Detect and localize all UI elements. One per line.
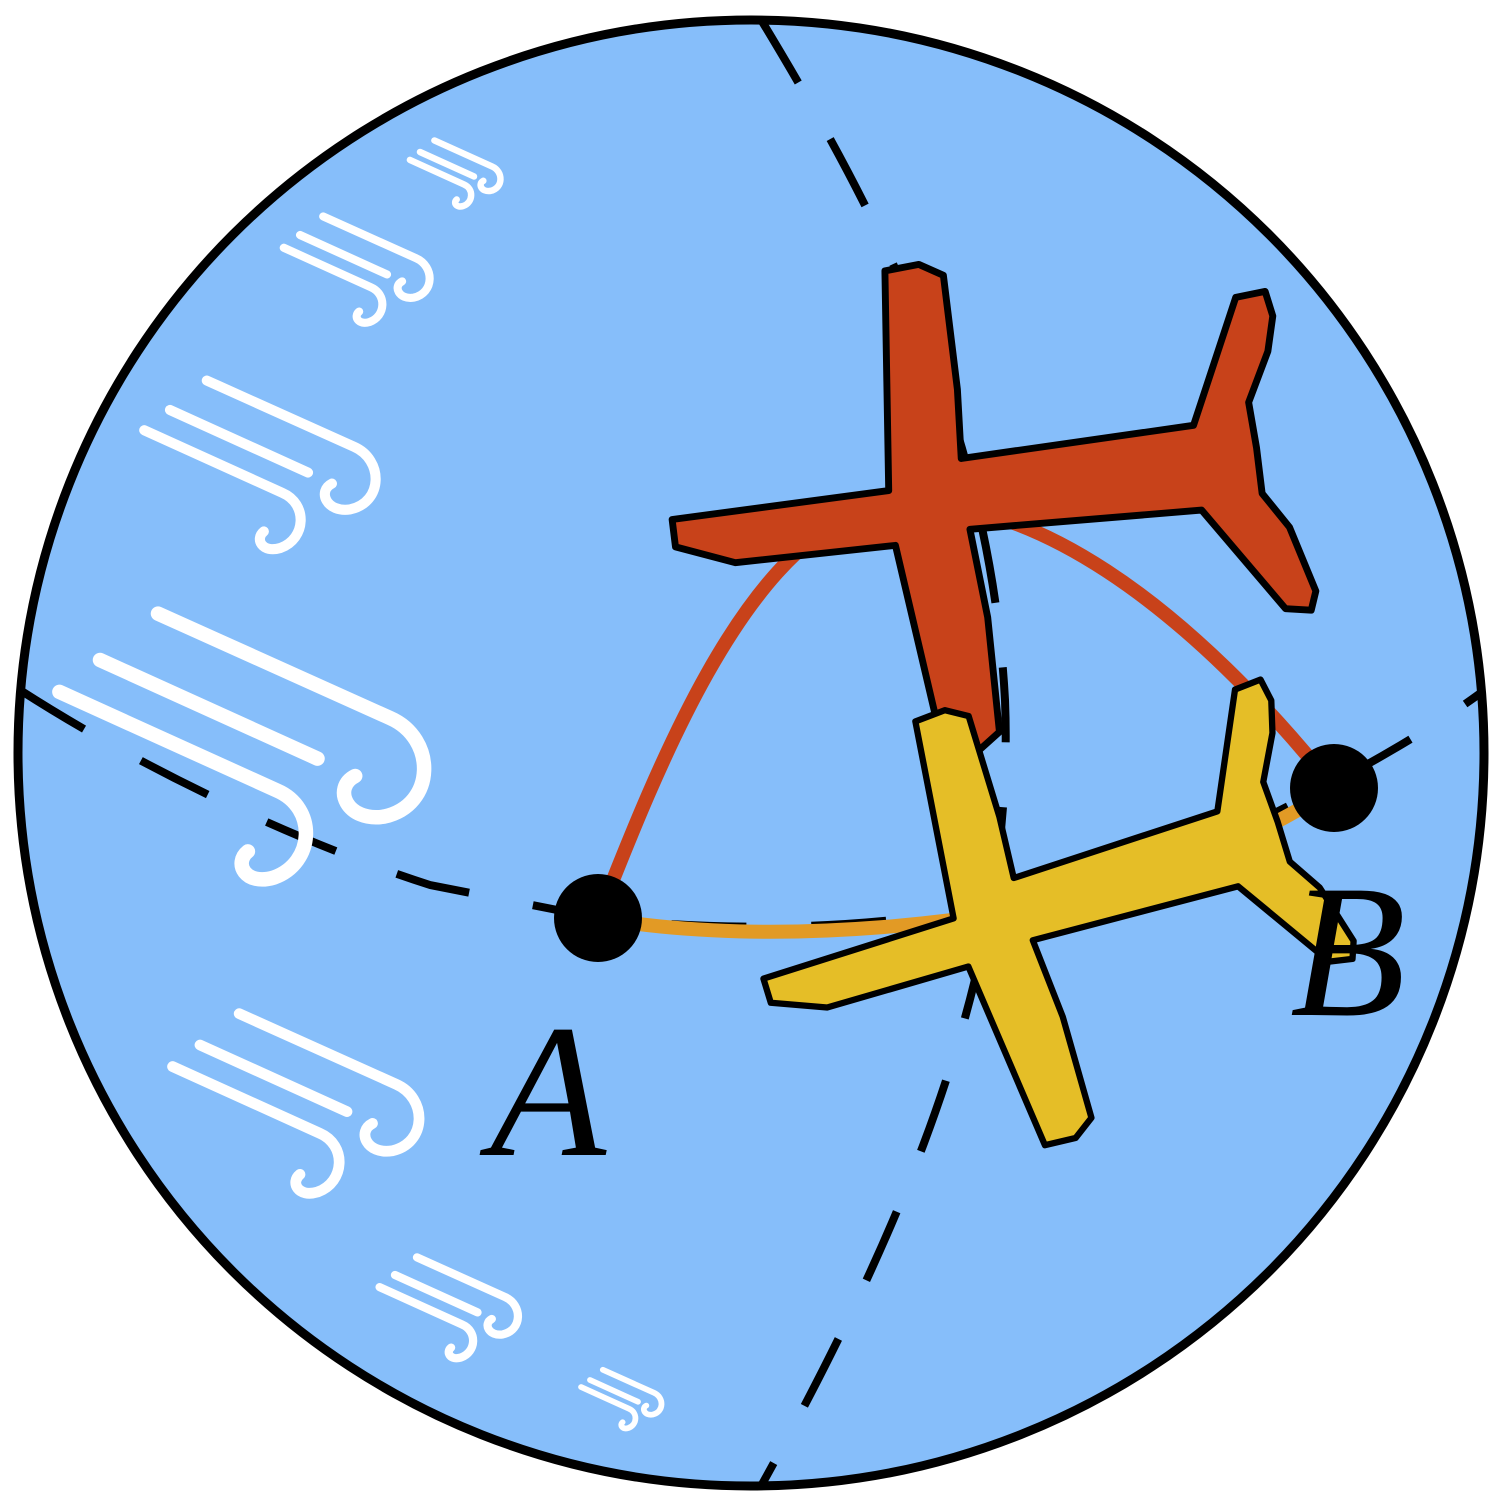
point-b-label: B bbox=[1290, 847, 1406, 1057]
point-b-marker bbox=[1290, 744, 1378, 832]
meridian-line bbox=[756, 20, 1010, 1486]
globe-circle bbox=[13, 15, 1489, 1491]
point-a-marker bbox=[554, 874, 642, 962]
point-a-label: A bbox=[479, 987, 607, 1197]
